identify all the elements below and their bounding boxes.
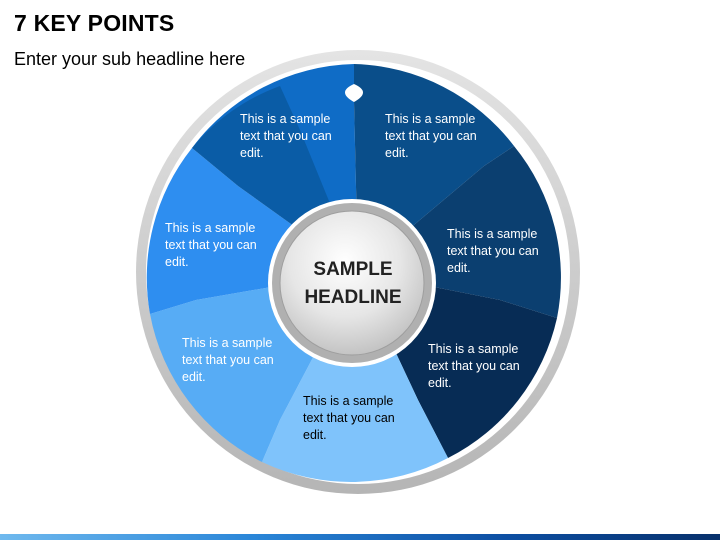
page-subtitle: Enter your sub headline here (14, 49, 246, 69)
segment-label-right-lower: This is a sample text that you can edit. (428, 342, 520, 390)
hub-body[interactable] (279, 210, 425, 356)
segment-label-left-lower: This is a sample text that you can edit. (182, 336, 274, 384)
page-title: 7 KEY POINTS (14, 10, 175, 36)
segment-label-top-left: This is a sample text that you can edit. (240, 112, 332, 160)
segment-label-left-upper: This is a sample text that you can edit. (165, 221, 257, 269)
segment-bottom[interactable] (262, 272, 448, 483)
hub-headline: SAMPLE HEADLINE (304, 259, 402, 308)
segment-label-bottom: This is a sample text that you can edit. (303, 394, 395, 442)
segment-label-right-upper: This is a sample text that you can edit. (447, 227, 539, 275)
segment-label-top-right: This is a sample text that you can edit. (385, 112, 477, 160)
footer-accent-bar (0, 534, 720, 540)
